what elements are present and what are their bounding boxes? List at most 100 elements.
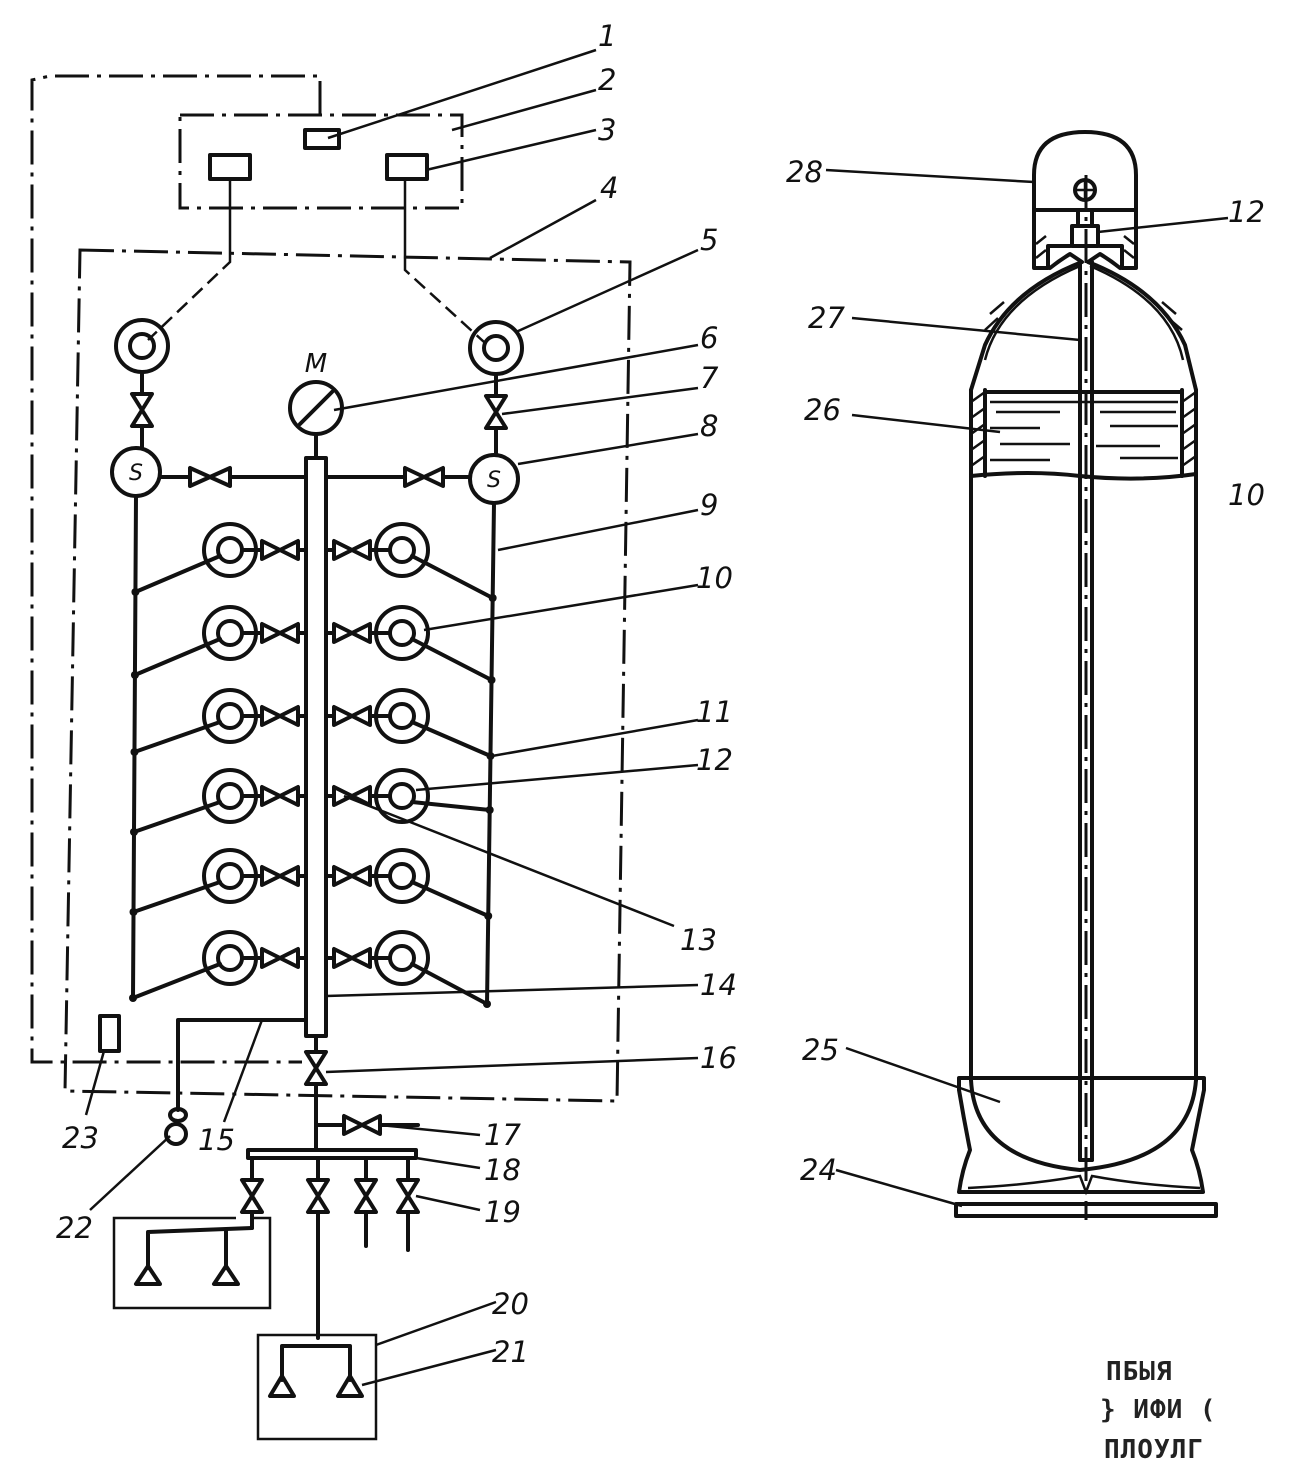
callout-26: 26 [804, 393, 841, 427]
callout-28: 28 [786, 155, 823, 189]
cylinder-valve-right [324, 785, 392, 807]
pressure-switch-left: S [110, 446, 162, 498]
cylinder-cross-section [954, 130, 1218, 1220]
callout-8: 8 [700, 409, 718, 443]
callout-15: 15 [198, 1123, 235, 1157]
junction-dot [483, 1000, 491, 1008]
cylinder-valve-right [324, 622, 392, 644]
starter-cylinder-right [468, 320, 524, 376]
cylinder-valve-right [324, 947, 392, 969]
pilot-link [131, 880, 222, 914]
callout-12: 12 [696, 743, 733, 777]
lower-piping [98, 1014, 420, 1160]
starter-valve-left [130, 370, 154, 450]
pressure-signaling-device [164, 1122, 188, 1146]
pilot-bus-left [131, 494, 138, 1000]
callout-14: 14 [700, 968, 737, 1002]
cylinder-valve-right [324, 705, 392, 727]
stamp-line-1: ПБЫЯ [1106, 1357, 1173, 1387]
junction-dot [130, 671, 139, 679]
callout-19: 19 [484, 1195, 521, 1229]
control-unit-1 [303, 128, 341, 150]
distribution-valve-2 [306, 1156, 330, 1340]
callout-12-right: 12 [1228, 195, 1265, 229]
callout-23: 23 [62, 1121, 99, 1155]
control-unit-left [208, 153, 252, 181]
cylinder-valve-left [240, 865, 308, 887]
junction-dot [487, 676, 496, 684]
cylinder-valve-right [324, 539, 392, 561]
cylinder-valve-left [240, 947, 308, 969]
callout-18: 18 [484, 1153, 521, 1187]
svg-text:M: M [305, 349, 327, 379]
callout-6: 6 [700, 321, 718, 355]
main-valve [304, 1050, 328, 1086]
cylinder-valve-right [324, 865, 392, 887]
callout-20: 20 [492, 1287, 529, 1321]
pilot-link [131, 962, 222, 1000]
distribution-valve-3 [354, 1156, 378, 1248]
stamp-line-2: } ИФИ ( [1100, 1395, 1217, 1425]
callout-16: 16 [700, 1041, 737, 1075]
callout-1: 1 [598, 19, 616, 53]
callout-4: 4 [600, 171, 618, 205]
pilot-link [132, 637, 222, 677]
callout-22: 22 [56, 1211, 93, 1245]
nozzle-icon [268, 1374, 296, 1398]
leader-lines [84, 48, 1229, 1387]
electrical-leads [147, 258, 485, 343]
callout-10-right: 10 [1228, 478, 1265, 512]
callout-2: 2 [598, 63, 616, 97]
nozzle-icon [134, 1264, 162, 1286]
svg-text:S: S [129, 461, 143, 486]
junction-dot [485, 806, 494, 814]
callout-3: 3 [598, 113, 616, 147]
junction-dot [131, 588, 140, 596]
protected-room-a [112, 1216, 272, 1310]
callout-5: 5 [700, 223, 718, 257]
starter-valve-right [484, 372, 508, 456]
starter-cylinder-left [114, 318, 170, 374]
callout-labels: 1 2 3 4 5 6 7 8 9 10 11 12 13 14 16 17 1… [56, 19, 1265, 1369]
stamp-line-3: ПЛОУЛГ [1104, 1435, 1204, 1465]
callout-25: 25 [802, 1033, 839, 1067]
pilot-link [410, 800, 492, 812]
liquid-charge [990, 400, 1178, 462]
callout-11: 11 [696, 695, 733, 729]
pilot-link [410, 880, 491, 918]
cylinder-valve-left [240, 539, 308, 561]
nozzle-icon [336, 1374, 364, 1398]
junction-dot [488, 594, 497, 602]
pilot-link [133, 554, 222, 594]
cylinder-valve-left [240, 705, 308, 727]
distribution-header [246, 1148, 418, 1160]
pilot-line [158, 466, 472, 488]
protected-room-b [256, 1333, 378, 1441]
base-plate [954, 1202, 1218, 1218]
pilot-link [132, 720, 222, 754]
distribution-valves [240, 1156, 420, 1340]
cylinder-valve-left [240, 785, 308, 807]
callout-7: 7 [700, 361, 719, 395]
junction-dot [129, 994, 137, 1002]
distribution-valve-4 [396, 1156, 420, 1252]
cylinder-rack-frame [63, 248, 632, 1103]
callout-9: 9 [700, 488, 718, 522]
callout-13: 13 [680, 923, 717, 957]
junction-dot [129, 828, 138, 836]
control-unit-3 [385, 153, 429, 181]
pressure-gauge: M [288, 349, 344, 460]
page-stamp: ПБЫЯ } ИФИ ( ПЛОУЛГ [1100, 1357, 1217, 1465]
junction-dot [129, 908, 138, 916]
pressure-switch-right: S [468, 453, 520, 505]
callout-27: 27 [808, 301, 845, 335]
nozzle-icon [212, 1264, 240, 1286]
pilot-link [410, 962, 489, 1006]
pilot-link [410, 554, 495, 600]
distribution-valve-1 [240, 1156, 264, 1230]
side-valve [342, 1114, 382, 1136]
junction-dot [486, 752, 495, 760]
pilot-link [410, 720, 493, 758]
central-manifold [304, 456, 328, 1038]
